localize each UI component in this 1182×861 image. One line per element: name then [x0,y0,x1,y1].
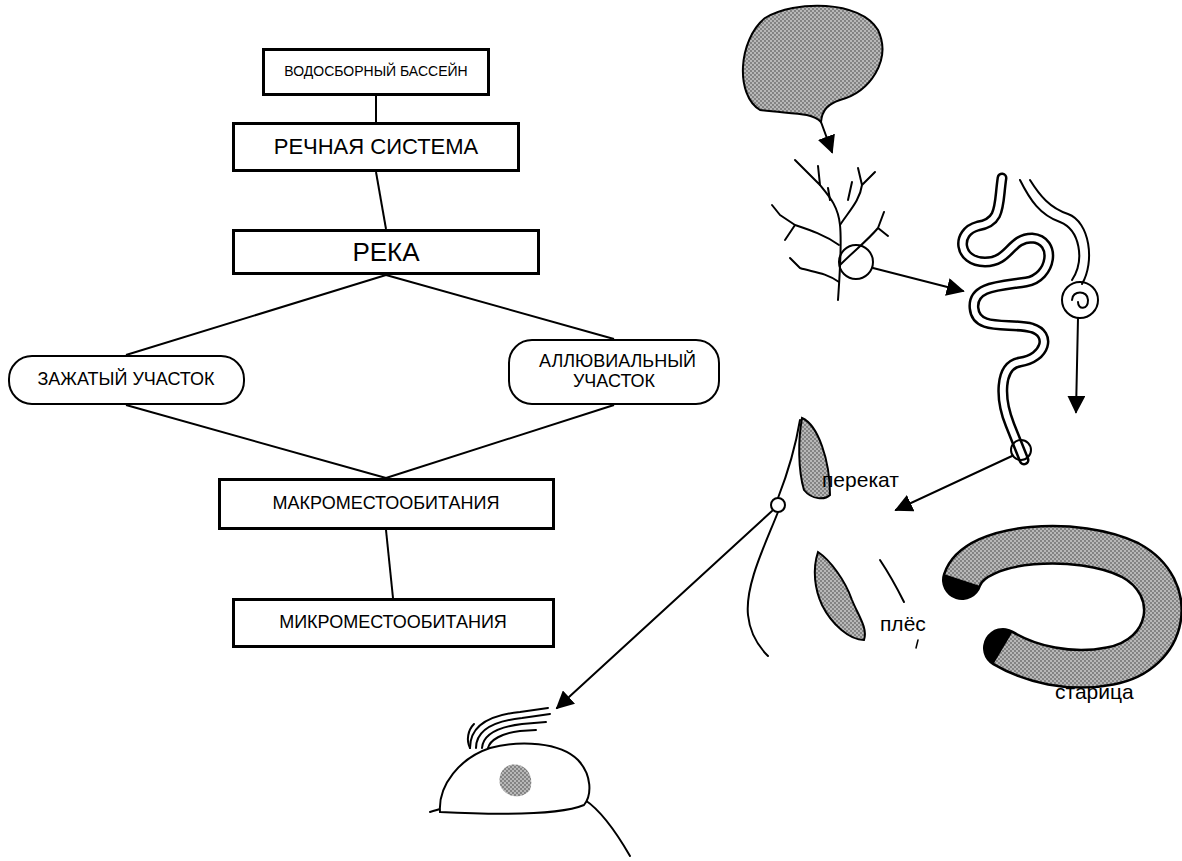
section-box: ЗАЖАТЫЙ УЧАСТОК [8,355,245,405]
connector-line [386,275,614,339]
river-network [772,160,888,300]
connector-line [386,405,614,478]
connector-line [375,96,377,122]
level-box: РЕЧНАЯ СИСТЕМА [232,122,520,172]
oxbow-lake [962,545,1163,669]
node-text: МАКРОМЕСТООБИТАНИЯ [273,494,500,514]
level-box: РЕКА [232,229,540,275]
node-text: РЕЧНАЯ СИСТЕМА [274,135,479,159]
section-box: АЛЛЮВИАЛЬНЫЙ УЧАСТОК [508,339,720,405]
node-text: РЕКА [352,238,419,267]
node-text: ЗАЖАТЫЙ УЧАСТОК [37,370,214,390]
node-text: ВОДОСБОРНЫЙ БАССЕЙН [284,64,467,79]
basin-shape [743,6,882,122]
connector-line [386,530,393,598]
meandering-river [963,178,1098,460]
level-box: МАКРОМЕСТООБИТАНИЯ [218,478,555,530]
level-box: ВОДОСБОРНЫЙ БАССЕЙН [262,48,490,96]
node-text: АЛЛЮВИАЛЬНЫЙ УЧАСТОК [539,352,689,392]
feature-label: старица [1055,680,1134,704]
connector-line [376,172,386,229]
level-box: МИКРОМЕСТООБИТАНИЯ [232,598,555,648]
rock-with-larvae [430,708,630,856]
feature-label: плёс [880,612,926,636]
node-text: МИКРОМЕСТООБИТАНИЯ [279,613,507,633]
feature-label: перекат [822,468,899,492]
connector-line [126,405,386,478]
connector-line [126,275,386,355]
